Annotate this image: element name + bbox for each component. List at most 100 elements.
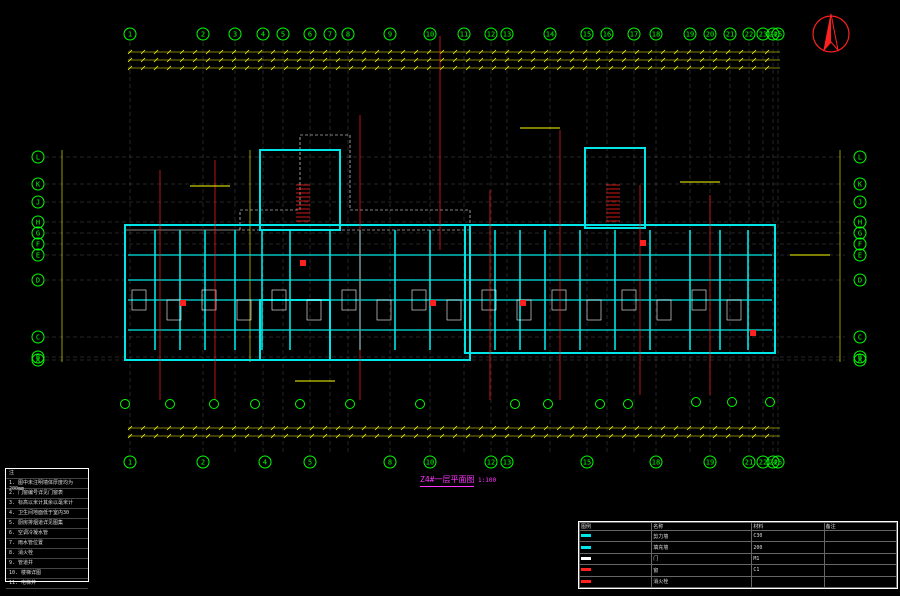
furniture-block [306, 299, 322, 321]
bottom-axis-label: 4 [263, 459, 267, 467]
dimension-tick [452, 433, 458, 439]
left-axis-label: G [36, 230, 40, 238]
top-axis-label: 11 [460, 31, 468, 39]
dimension-tick [699, 57, 705, 63]
dimension-tick [582, 49, 588, 55]
left-axis-bubble [31, 273, 45, 287]
dimension-tick [348, 433, 354, 439]
notes-line: 2. 门窗编号详见门窗表 [6, 489, 88, 499]
dimension-tick [140, 65, 146, 71]
dimension-tick [140, 57, 146, 63]
furniture-block [656, 299, 672, 321]
dimension-tick [647, 49, 653, 55]
legend-swatch [581, 579, 591, 583]
dimension-tick [361, 65, 367, 71]
right-axis-label: G [858, 230, 862, 238]
legend-cell: C1 [751, 564, 825, 577]
dimension-tick [543, 49, 549, 55]
tag-bubble [623, 399, 633, 409]
dimension-tick [153, 433, 159, 439]
right-axis-label: H [858, 219, 862, 227]
dimension-tick [634, 425, 640, 431]
top-axis-label: 20 [706, 31, 714, 39]
dimension-tick [257, 433, 263, 439]
right-axis-bubble [853, 177, 867, 191]
hydrant-marker [750, 330, 756, 336]
dimension-tick [361, 433, 367, 439]
west-wing-outer-wall [124, 224, 471, 361]
top-axis-label: 22 [745, 31, 753, 39]
right-axis-bubble [853, 330, 867, 344]
dimension-tick [595, 57, 601, 63]
dimension-tick [712, 65, 718, 71]
furniture-block [691, 289, 707, 311]
dimension-tick [660, 65, 666, 71]
dimension-tick [621, 425, 627, 431]
right-axis-label: E [858, 252, 862, 260]
dimension-tick [413, 433, 419, 439]
top-axis-bubble [627, 27, 641, 41]
legend-cell: 门 [651, 552, 753, 566]
top-axis-bubble [484, 27, 498, 41]
dimension-tick [634, 49, 640, 55]
notes-line: 8. 消火栓 [6, 549, 88, 559]
bottom-axis-bubble [771, 455, 785, 469]
dimension-tick [218, 57, 224, 63]
left-axis-bubble [31, 353, 45, 367]
dimension-tick [465, 433, 471, 439]
top-axis-label: 3 [233, 31, 237, 39]
dimension-tick [387, 425, 393, 431]
dimension-tick [712, 49, 718, 55]
bottom-axis-label: 21 [745, 459, 753, 467]
dimension-tick [218, 65, 224, 71]
bottom-axis-bubble [649, 455, 663, 469]
furniture-block [551, 289, 567, 311]
dimension-tick [374, 49, 380, 55]
bottom-axis-label: 19 [706, 459, 714, 467]
dimension-tick [543, 425, 549, 431]
bottom-axis-bubble [500, 455, 514, 469]
dimension-tick [400, 433, 406, 439]
dimension-tick [309, 49, 315, 55]
legend-swatch [581, 568, 591, 572]
furniture-block [201, 289, 217, 311]
dimension-tick [452, 65, 458, 71]
top-axis-label: 10 [426, 31, 434, 39]
top-axis-label: 18 [652, 31, 660, 39]
dimension-tick [634, 433, 640, 439]
left-axis-bubble [31, 226, 45, 240]
dimension-tick [192, 57, 198, 63]
left-axis-bubble [31, 350, 45, 364]
furniture-block [586, 299, 602, 321]
legend-cell: 200 [751, 541, 825, 554]
dimension-tick [218, 425, 224, 431]
top-axis-label: 5 [281, 31, 285, 39]
bottom-axis-label: 5 [308, 459, 312, 467]
tag-bubble [765, 397, 775, 407]
top-axis-bubble [742, 27, 756, 41]
right-axis-bubble [853, 353, 867, 367]
dimension-tick [712, 425, 718, 431]
dimension-tick [179, 49, 185, 55]
dimension-tick [283, 49, 289, 55]
dimension-tick [595, 425, 601, 431]
top-axis-bubble [228, 27, 242, 41]
dimension-tick [465, 57, 471, 63]
legend-cell: 消火栓 [651, 575, 753, 589]
legend-cell [578, 552, 653, 566]
dimension-tick [231, 49, 237, 55]
tag-bubble [415, 399, 425, 409]
dimension-tick [738, 65, 744, 71]
dimension-tick [751, 65, 757, 71]
dimension-tick [556, 57, 562, 63]
dimension-tick [764, 49, 770, 55]
dimension-tick [374, 425, 380, 431]
right-axis-label: J [858, 199, 862, 207]
dimension-tick [530, 425, 536, 431]
dimension-tick [348, 65, 354, 71]
east-stair-core [584, 147, 646, 229]
legend-cell: 剪力墙 [651, 529, 753, 543]
